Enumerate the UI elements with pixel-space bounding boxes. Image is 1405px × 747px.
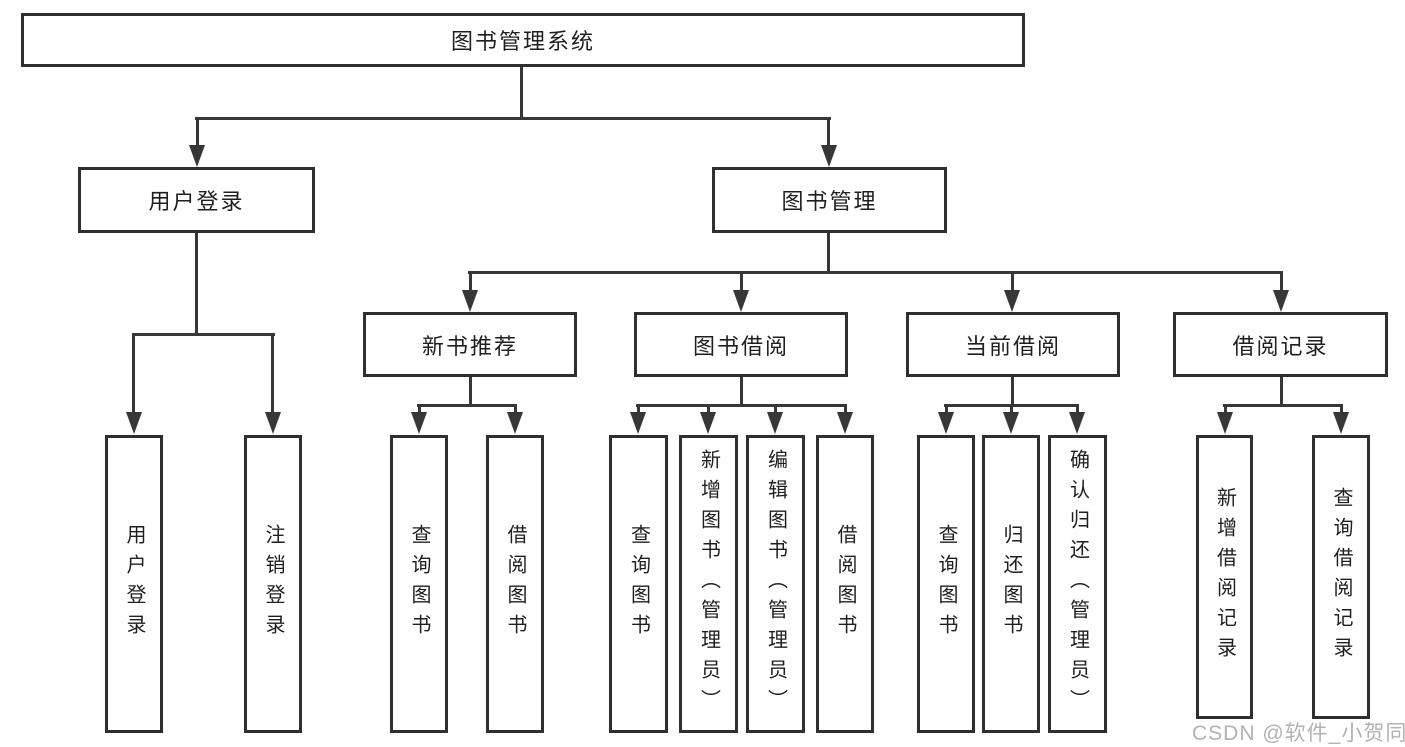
leaf-user-login: 用户登录 xyxy=(105,435,163,733)
leaf-add-borrow-record: 新增借阅记录 xyxy=(1196,435,1253,719)
connector-line xyxy=(740,375,743,406)
connector-line xyxy=(844,404,847,414)
node-new-book-recommendation: 新书推荐 xyxy=(363,312,577,377)
connector-line xyxy=(514,404,517,414)
connector-line xyxy=(1223,404,1343,407)
connector-line xyxy=(417,404,517,407)
connector-line xyxy=(1280,271,1283,291)
leaf-return-books: 归还图书 xyxy=(982,435,1040,733)
connector-line xyxy=(195,231,198,335)
arrow-down-icon xyxy=(462,290,478,312)
arrow-down-icon xyxy=(700,412,716,434)
connector-line xyxy=(196,118,199,146)
watermark-text: CSDN @软件_小贺同学 xyxy=(1192,722,1405,745)
node-current-borrowing: 当前借阅 xyxy=(906,312,1120,377)
connector-line xyxy=(469,271,472,291)
leaf-borrow-books-borrowing: 借阅图书 xyxy=(816,435,874,733)
node-user-login: 用户登录 xyxy=(78,167,315,233)
leaf-edit-books-admin: 编辑图书（管理员） xyxy=(746,435,805,733)
leaf-query-books-borrowing: 查询图书 xyxy=(609,435,668,733)
connector-line xyxy=(1224,404,1227,414)
connector-line xyxy=(1011,375,1014,406)
leaf-add-books-admin: 新增图书（管理员） xyxy=(679,435,738,733)
arrow-down-icon xyxy=(1273,290,1289,312)
connector-line xyxy=(132,333,135,413)
arrow-down-icon xyxy=(630,412,646,434)
connector-line xyxy=(1280,375,1283,406)
arrow-down-icon xyxy=(837,412,853,434)
connector-line xyxy=(636,404,847,407)
arrow-down-icon xyxy=(189,145,205,167)
connector-line xyxy=(707,404,710,414)
arrow-down-icon xyxy=(938,412,954,434)
arrow-down-icon xyxy=(1217,412,1233,434)
connector-line xyxy=(1076,404,1079,414)
arrow-down-icon xyxy=(1004,290,1020,312)
connector-line xyxy=(827,118,830,146)
arrow-down-icon xyxy=(733,290,749,312)
connector-line xyxy=(132,333,275,336)
connector-line xyxy=(740,271,743,291)
arrow-down-icon xyxy=(767,412,783,434)
connector-line xyxy=(1010,404,1013,414)
connector-line xyxy=(271,333,274,413)
leaf-query-books-current: 查询图书 xyxy=(917,435,975,733)
node-book-management: 图书管理 xyxy=(712,167,947,233)
arrow-down-icon xyxy=(265,412,281,434)
arrow-down-icon xyxy=(507,412,523,434)
connector-line xyxy=(637,404,640,414)
connector-line xyxy=(520,65,523,119)
leaf-confirm-return-admin: 确认归还（管理员） xyxy=(1048,435,1107,733)
node-borrowing-records: 借阅记录 xyxy=(1173,312,1388,377)
connector-line xyxy=(945,404,948,414)
node-root: 图书管理系统 xyxy=(21,13,1025,67)
arrow-down-icon xyxy=(126,412,142,434)
connector-line xyxy=(1011,271,1014,291)
connector-line xyxy=(418,404,421,414)
connector-line xyxy=(195,117,831,120)
leaf-logout: 注销登录 xyxy=(244,435,302,733)
arrow-down-icon xyxy=(411,412,427,434)
arrow-down-icon xyxy=(1003,412,1019,434)
connector-line xyxy=(468,271,1283,274)
leaf-query-books-recommend: 查询图书 xyxy=(390,435,448,733)
node-book-borrowing: 图书借阅 xyxy=(634,312,848,377)
connector-line xyxy=(469,375,472,406)
arrow-down-icon xyxy=(1069,412,1085,434)
arrow-down-icon xyxy=(1333,412,1349,434)
connector-line xyxy=(1340,404,1343,414)
connector-line xyxy=(827,231,830,273)
connector-line xyxy=(774,404,777,414)
leaf-borrow-books-recommend: 借阅图书 xyxy=(486,435,544,733)
arrow-down-icon xyxy=(821,145,837,167)
leaf-query-borrow-record: 查询借阅记录 xyxy=(1312,435,1370,719)
